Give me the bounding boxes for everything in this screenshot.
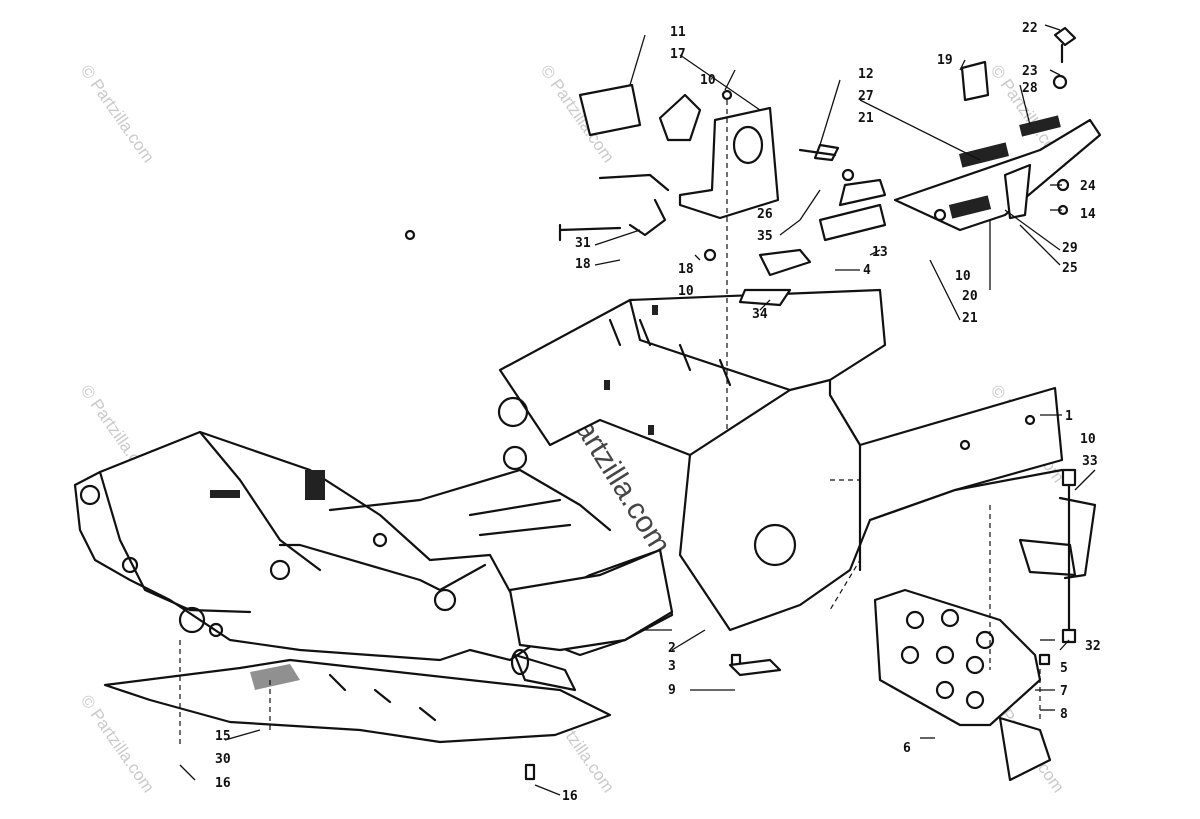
- callout-labels: 1 2 3 4 5 6 7 8 9 10 10 10 10 10 11 12 1…: [215, 21, 1101, 804]
- callout-4: 4: [863, 263, 871, 278]
- callout-7: 7: [1060, 684, 1068, 699]
- callout-31: 31: [575, 236, 591, 251]
- callout-10-right: 10: [1080, 432, 1096, 447]
- callout-18-left: 18: [575, 257, 591, 272]
- callout-19: 19: [937, 53, 953, 68]
- callout-18-right: 18: [678, 262, 694, 277]
- callout-30: 30: [215, 752, 231, 767]
- rear-shelf-assembly: [893, 26, 1102, 232]
- callout-10-top: 10: [700, 73, 716, 88]
- callout-10-shelf: 10: [955, 269, 971, 284]
- callout-26: 26: [757, 207, 773, 222]
- callout-34: 34: [752, 307, 768, 322]
- callout-15: 15: [215, 729, 231, 744]
- callout-22: 22: [1022, 21, 1038, 36]
- callout-12: 12: [858, 67, 874, 82]
- callout-35: 35: [757, 229, 773, 244]
- callout-10-left: 10: [678, 284, 694, 299]
- callout-25: 25: [1062, 261, 1078, 276]
- callout-16-left: 16: [215, 776, 231, 791]
- callout-24: 24: [1080, 179, 1096, 194]
- callout-2: 2: [668, 641, 676, 656]
- callout-33: 33: [1082, 454, 1098, 469]
- callout-13: 13: [872, 245, 888, 260]
- callout-27: 27: [858, 89, 874, 104]
- callout-21-top: 21: [858, 111, 874, 126]
- main-frame: [497, 288, 1064, 632]
- leader-lines: [179, 24, 1096, 796]
- callout-9: 9: [668, 683, 676, 698]
- callout-3: 3: [668, 659, 676, 674]
- callout-23: 23: [1022, 64, 1038, 79]
- footrest-assembly: [873, 496, 1097, 782]
- callout-11: 11: [670, 25, 686, 40]
- callout-5: 5: [1060, 661, 1068, 676]
- callout-32: 32: [1085, 639, 1101, 654]
- front-frame-assembly: [73, 430, 674, 692]
- callout-28: 28: [1022, 81, 1038, 96]
- callout-20: 20: [962, 289, 978, 304]
- callout-6: 6: [903, 741, 911, 756]
- watermark: © Partzilla.com: [77, 691, 158, 796]
- callout-14: 14: [1080, 207, 1096, 222]
- callout-17: 17: [670, 47, 686, 62]
- callout-29: 29: [1062, 241, 1078, 256]
- callout-1: 1: [1065, 409, 1073, 424]
- belly-pan: [103, 658, 612, 744]
- hardware: [404, 74, 1077, 781]
- callout-21-bottom: 21: [962, 311, 978, 326]
- watermark: © Partzilla.com: [77, 61, 158, 166]
- steering-bracket-assembly: [578, 83, 887, 307]
- callout-16-bottom: 16: [562, 789, 578, 804]
- callout-8: 8: [1060, 707, 1068, 722]
